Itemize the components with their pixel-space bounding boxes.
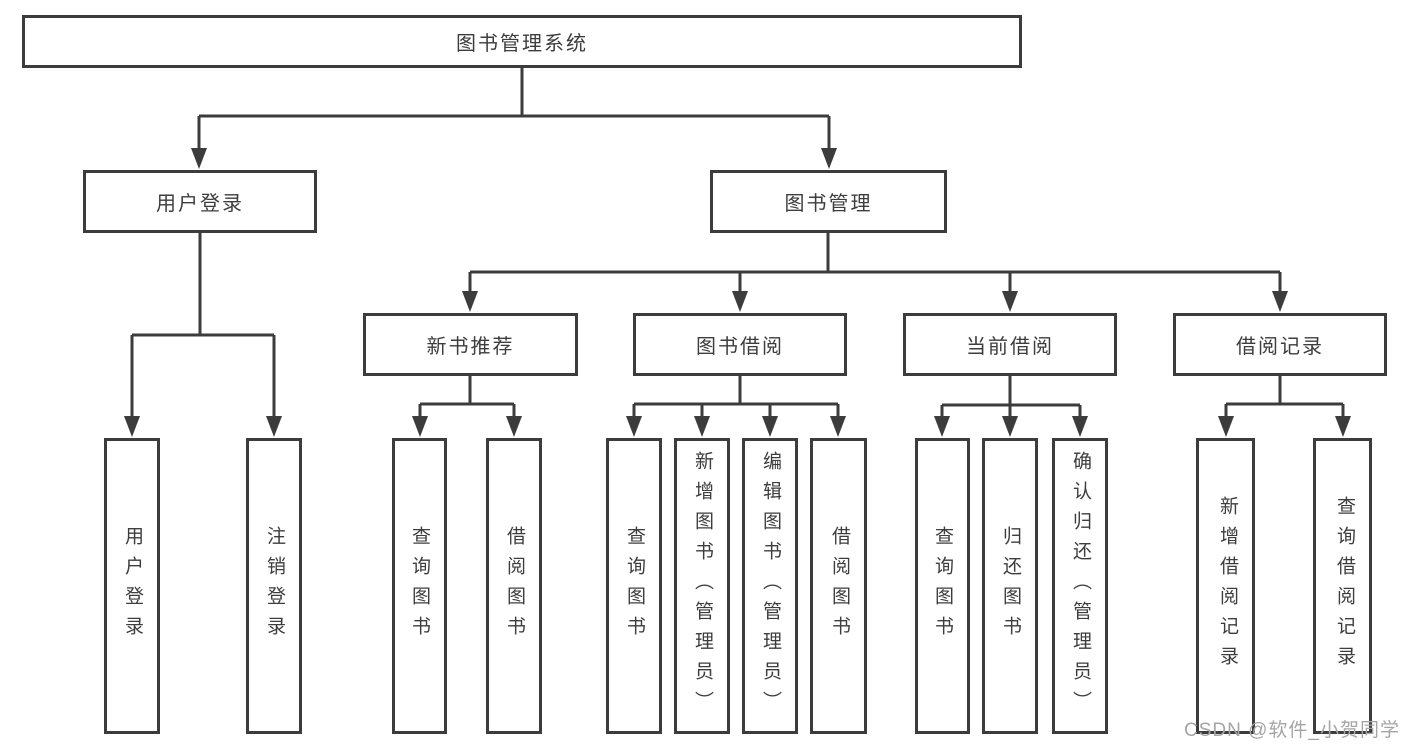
node-book-management: 图书管理: [710, 170, 947, 233]
arrow-down-icon: [694, 416, 710, 437]
arrow-down-icon: [124, 416, 140, 437]
connector-new-book-recommend-children: [412, 376, 522, 437]
leaf-user-login-action: 用户登录: [104, 438, 160, 734]
leaf-query-borrow-record: 查询借阅记录: [1313, 438, 1372, 734]
arrow-down-icon: [732, 291, 748, 312]
arrow-down-icon: [821, 148, 837, 169]
connector-book-borrowing-children: [626, 376, 846, 437]
leaf-borrow-books: 借阅图书: [810, 438, 867, 734]
leaf-query-books-borrowing: 查询图书: [606, 438, 662, 734]
watermark: CSDN @软件_小贺同学: [1184, 720, 1400, 741]
node-new-book-recommend: 新书推荐: [363, 313, 578, 376]
node-library-system: 图书管理系统: [22, 15, 1022, 68]
leaf-add-books-admin: 新增图书（管理员）: [674, 438, 730, 734]
arrow-down-icon: [1072, 416, 1088, 437]
arrow-down-icon: [626, 416, 642, 437]
arrow-down-icon: [412, 416, 428, 437]
leaf-confirm-return-admin: 确认归还（管理员）: [1052, 438, 1108, 734]
arrow-down-icon: [266, 416, 282, 437]
arrow-down-icon: [506, 416, 522, 437]
leaf-borrow-books-recommend: 借阅图书: [486, 438, 542, 734]
leaf-edit-books-admin: 编辑图书（管理员）: [742, 438, 798, 734]
connector-current-borrowing-children: [934, 376, 1088, 437]
leaf-logout: 注销登录: [246, 438, 302, 734]
arrow-down-icon: [462, 291, 478, 312]
arrow-down-icon: [1272, 291, 1288, 312]
connector-root-to-level1: [191, 68, 837, 169]
leaf-query-books-current: 查询图书: [915, 438, 970, 734]
connector-user-login-children: [124, 233, 282, 437]
arrow-down-icon: [1335, 416, 1351, 437]
arrow-down-icon: [830, 416, 846, 437]
node-current-borrowing: 当前借阅: [903, 313, 1117, 376]
arrow-down-icon: [191, 148, 207, 169]
node-book-borrowing: 图书借阅: [633, 313, 847, 376]
leaf-query-books-recommend: 查询图书: [392, 438, 447, 734]
arrow-down-icon: [1002, 291, 1018, 312]
arrow-down-icon: [1002, 416, 1018, 437]
connector-borrowing-records-children: [1218, 376, 1351, 437]
arrow-down-icon: [762, 416, 778, 437]
node-user-login: 用户登录: [83, 170, 317, 233]
arrow-down-icon: [1218, 416, 1234, 437]
connector-book-management-children: [462, 233, 1288, 312]
node-borrowing-records: 借阅记录: [1173, 313, 1387, 376]
arrow-down-icon: [934, 416, 950, 437]
leaf-return-books: 归还图书: [982, 438, 1038, 734]
leaf-add-borrow-record: 新增借阅记录: [1196, 438, 1255, 734]
